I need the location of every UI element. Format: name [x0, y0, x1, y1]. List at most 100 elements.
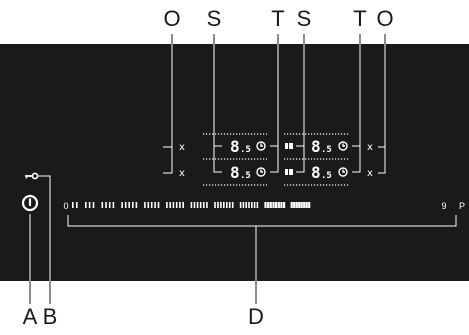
callout-a: A: [22, 304, 38, 329]
slider-boost-label: P: [459, 201, 465, 211]
slider-min-label: 0: [63, 201, 68, 211]
slider-tick[interactable]: [72, 202, 74, 208]
slider-tick[interactable]: [150, 202, 153, 208]
slider-tick[interactable]: [283, 202, 286, 208]
slider-tick[interactable]: [169, 202, 171, 208]
callout-b: B: [42, 304, 58, 329]
slider-tick[interactable]: [253, 202, 256, 208]
slider-tick[interactable]: [206, 202, 208, 208]
key-icon[interactable]: [25, 172, 39, 180]
slider-tick[interactable]: [264, 202, 267, 208]
slider-tick[interactable]: [105, 202, 107, 208]
slider-tick[interactable]: [300, 202, 303, 208]
slider-tick[interactable]: [256, 202, 259, 208]
slider-tick[interactable]: [272, 202, 275, 208]
slider-tick[interactable]: [277, 202, 280, 208]
level-sub-left-bottom: .5: [240, 171, 251, 181]
callout-o-left: O: [163, 6, 181, 31]
slider-tick[interactable]: [128, 202, 130, 208]
slider-tick[interactable]: [199, 202, 202, 208]
slider-tick[interactable]: [295, 202, 298, 208]
level-sub-right-top: .5: [321, 145, 332, 155]
level-sub-left-top: .5: [240, 145, 251, 155]
slider-tick[interactable]: [228, 202, 231, 208]
level-digit-right-top: 8: [311, 137, 321, 156]
slider-tick[interactable]: [101, 202, 104, 208]
off-x-left-bottom[interactable]: x: [179, 168, 185, 179]
slider-tick[interactable]: [147, 202, 150, 208]
bridge-icon[interactable]: [285, 169, 293, 175]
slider-tick[interactable]: [248, 202, 250, 208]
slider-tick[interactable]: [214, 202, 216, 208]
slider-tick[interactable]: [267, 202, 270, 208]
callout-s-right: S: [296, 6, 312, 31]
slider-tick[interactable]: [293, 202, 296, 208]
slider-tick[interactable]: [220, 202, 222, 208]
slider-tick[interactable]: [124, 202, 127, 208]
callout-d: D: [248, 304, 264, 329]
slider-tick[interactable]: [175, 202, 178, 208]
slider-max-label: 9: [441, 201, 446, 211]
slider-tick[interactable]: [193, 202, 196, 208]
slider-tick[interactable]: [92, 202, 95, 208]
off-x-right-bottom[interactable]: x: [367, 168, 373, 179]
slider-tick[interactable]: [154, 202, 156, 208]
callout-t-right: T: [353, 6, 367, 31]
slider-tick[interactable]: [121, 202, 123, 208]
slider-tick[interactable]: [132, 202, 134, 208]
off-x-left-top[interactable]: x: [179, 142, 185, 153]
slider-tick[interactable]: [179, 202, 181, 208]
callout-o-right: O: [376, 6, 394, 31]
clock-icon[interactable]: [338, 141, 348, 151]
slider-tick[interactable]: [135, 202, 138, 208]
callout-s-left: S: [206, 6, 222, 31]
slider-tick[interactable]: [85, 202, 87, 208]
slider-tick[interactable]: [251, 202, 253, 208]
level-sub-right-bottom: .5: [321, 171, 332, 181]
callout-t-left: T: [271, 6, 285, 31]
outer-leaders: [29, 34, 386, 304]
slider-tick[interactable]: [298, 202, 301, 208]
inner-leaders: [29, 44, 457, 281]
zone-dots: [203, 133, 349, 186]
slider-tick[interactable]: [245, 202, 247, 208]
slider-tick[interactable]: [308, 202, 311, 208]
control-panel: [0, 44, 469, 281]
slider-tick[interactable]: [166, 202, 168, 208]
slider-tick[interactable]: [157, 202, 160, 208]
slider-tick[interactable]: [290, 202, 293, 208]
off-x-right-top[interactable]: x: [367, 142, 373, 153]
slider-tick[interactable]: [239, 202, 242, 208]
slider-tick[interactable]: [172, 202, 175, 208]
slider-tick[interactable]: [203, 202, 205, 208]
slider-tick[interactable]: [108, 202, 111, 208]
slider-tick[interactable]: [303, 202, 306, 208]
slider-tick[interactable]: [182, 202, 184, 208]
slider-tick[interactable]: [112, 202, 115, 208]
clock-icon[interactable]: [256, 167, 266, 177]
slider-tick[interactable]: [275, 202, 278, 208]
slider-tick[interactable]: [305, 202, 308, 208]
level-digit-right-bottom: 8: [311, 163, 321, 182]
slider-tick[interactable]: [88, 202, 91, 208]
slider-tick[interactable]: [226, 202, 228, 208]
bridge-icon[interactable]: [285, 143, 293, 149]
slider-tick[interactable]: [217, 202, 219, 208]
power-slider[interactable]: [72, 202, 311, 208]
slider-tick[interactable]: [223, 202, 225, 208]
clock-icon[interactable]: [338, 167, 348, 177]
slider-tick[interactable]: [280, 202, 283, 208]
slider-tick[interactable]: [231, 202, 234, 208]
slider-tick[interactable]: [76, 202, 78, 208]
level-digit-left-bottom: 8: [230, 163, 240, 182]
slider-tick[interactable]: [190, 202, 193, 208]
clock-icon[interactable]: [256, 141, 266, 151]
power-icon[interactable]: [21, 194, 39, 212]
level-digit-left-top: 8: [230, 137, 240, 156]
slider-tick[interactable]: [269, 202, 272, 208]
slider-tick[interactable]: [242, 202, 245, 208]
slider-tick[interactable]: [196, 202, 199, 208]
slider-tick[interactable]: [144, 202, 146, 208]
